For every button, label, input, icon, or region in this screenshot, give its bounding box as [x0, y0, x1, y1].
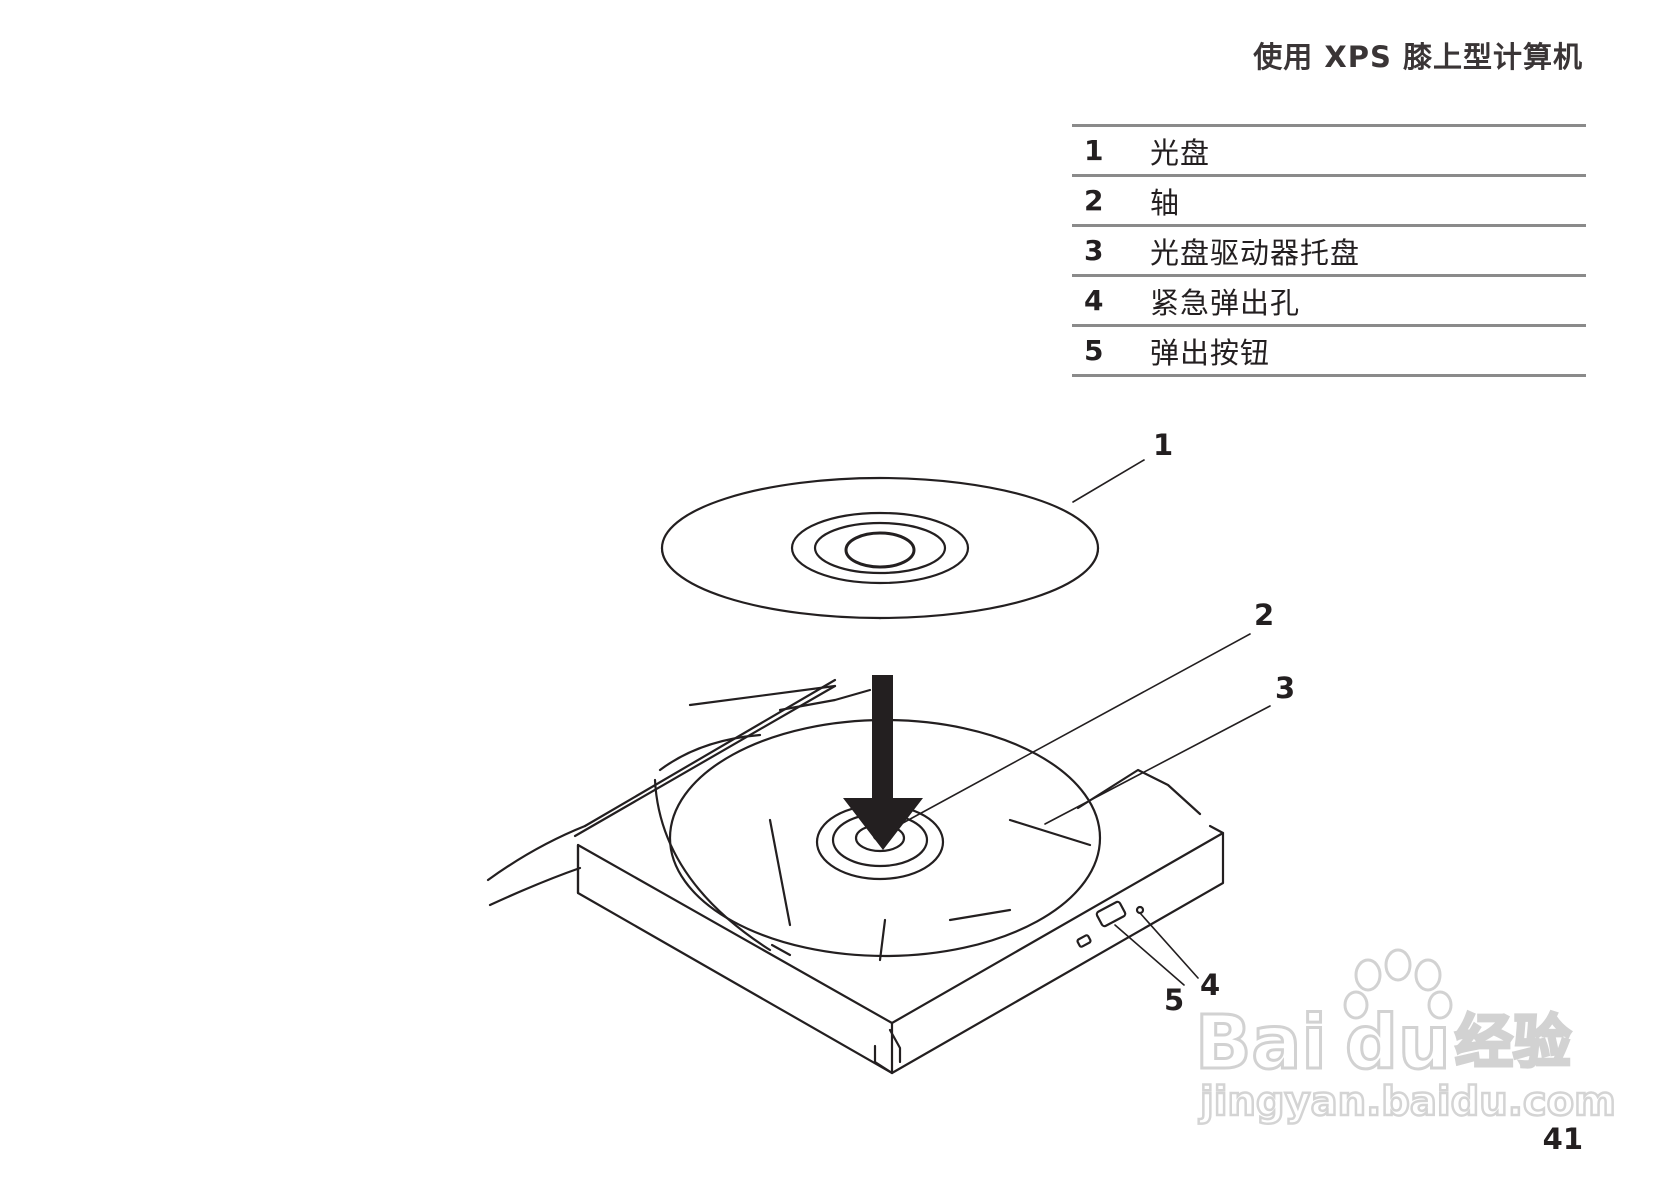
- leader-line-5: [1115, 925, 1184, 985]
- insert-arrow: [843, 675, 923, 850]
- callout-1: 1: [1153, 428, 1173, 462]
- leader-line-3: [1045, 706, 1270, 824]
- callout-5: 5: [1164, 983, 1184, 1017]
- leader-line-4: [1140, 913, 1198, 978]
- watermark-cn: 经验: [1455, 1008, 1571, 1076]
- watermark-brand: Bai: [1195, 1000, 1327, 1086]
- leader-line-1: [1073, 460, 1144, 502]
- page-number: 41: [1543, 1122, 1583, 1156]
- leader-line-2: [890, 634, 1250, 830]
- callout-2: 2: [1254, 598, 1274, 632]
- eject-button: [1096, 901, 1126, 927]
- watermark-url: jingyan.baidu.com: [1198, 1079, 1616, 1125]
- baidu-watermark: Bai du 经验 jingyan.baidu.com: [1195, 950, 1616, 1125]
- optical-disc: [662, 478, 1098, 618]
- watermark-brand-suffix: du: [1345, 1000, 1451, 1086]
- callout-4: 4: [1200, 968, 1220, 1002]
- drive-activity-light: [1077, 935, 1091, 948]
- laptop-body-edge-lower: [490, 868, 580, 905]
- callout-3: 3: [1275, 671, 1295, 705]
- emergency-eject-hole: [1137, 907, 1143, 913]
